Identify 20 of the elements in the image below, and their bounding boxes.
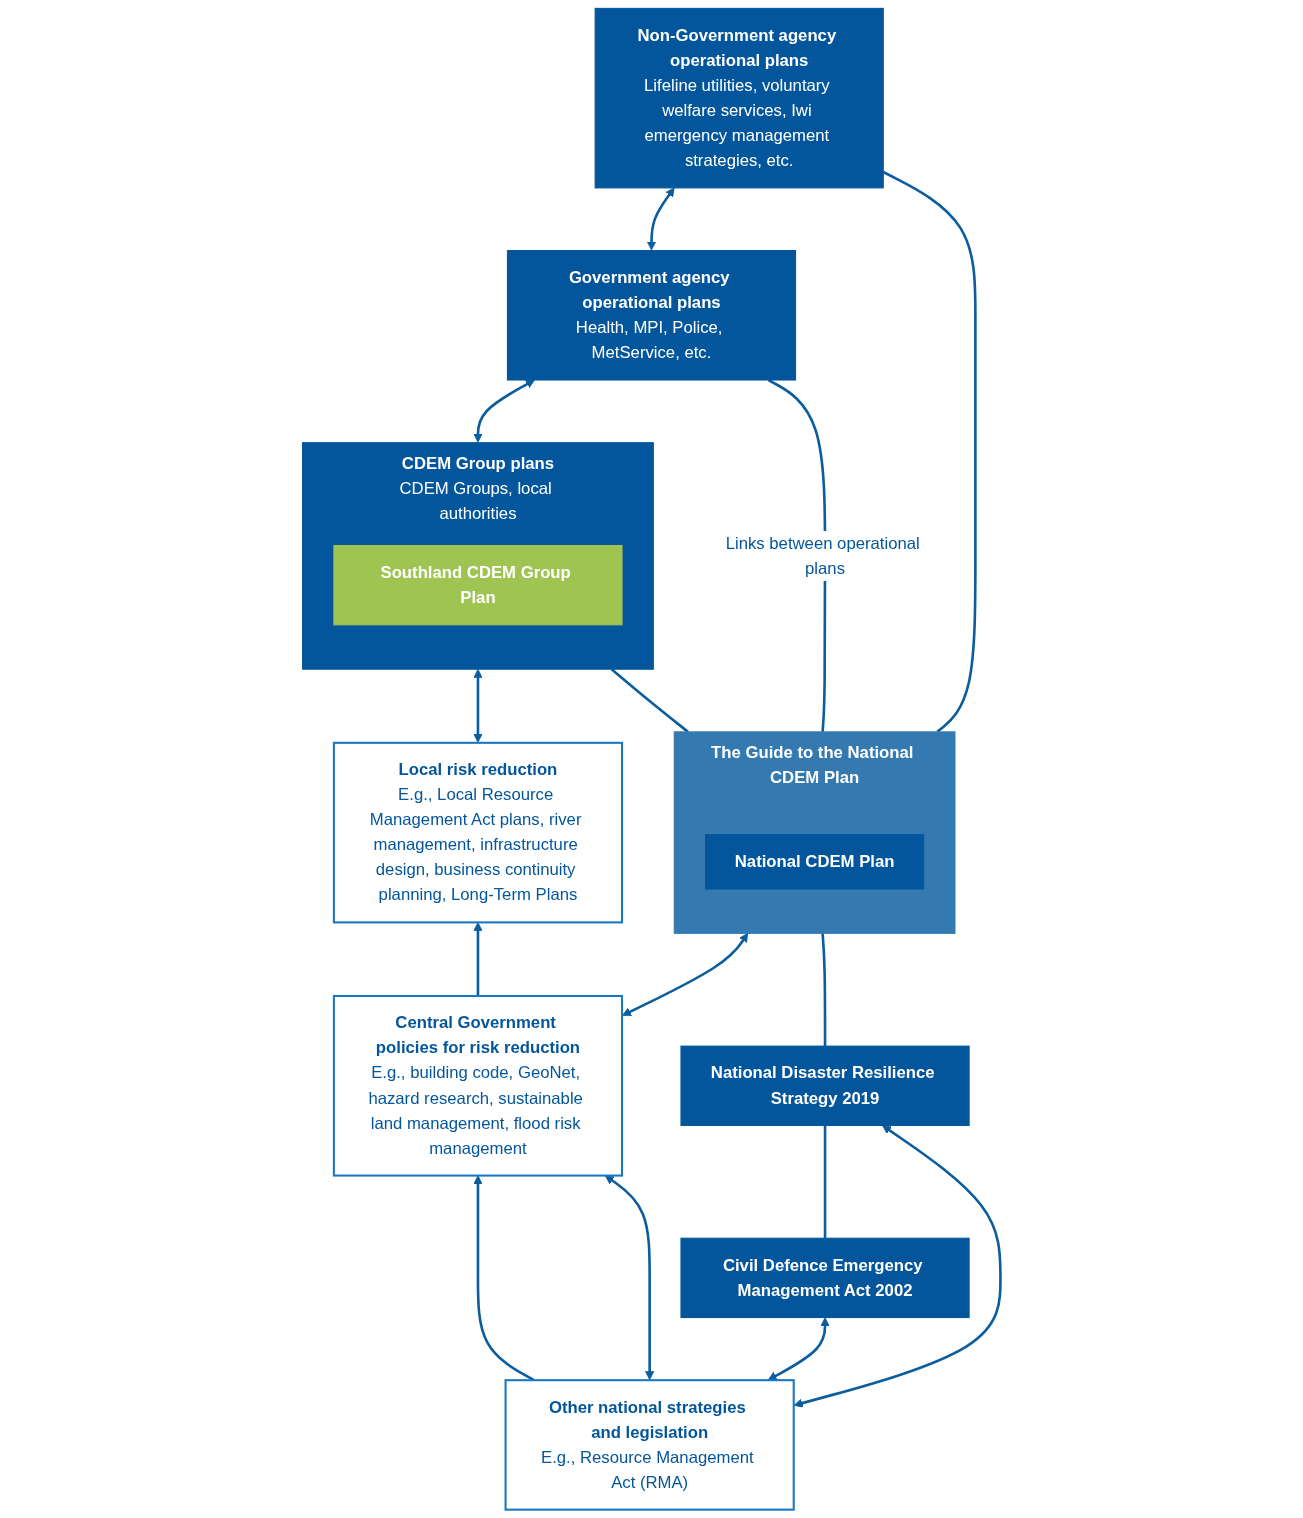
arrow: [604, 1175, 655, 1381]
edge-label: Links between operational plans: [725, 534, 920, 577]
arrow: [767, 1317, 830, 1381]
node-box: Central Government policies for risk reduction E.g., building code, GeoNet, hazard research, sustainable land management, flood risk management: [332, 994, 624, 1177]
arrow: [646, 187, 675, 251]
node-box: Other national strategies and legislation E.g., Resource Management Act (RMA): [504, 1379, 795, 1511]
node-box: Government agency operational plans Health, MPI, Police, MetService, etc.: [506, 250, 797, 381]
connector: [823, 1125, 827, 1239]
node-box: National CDEM Plan: [705, 834, 925, 890]
node-box: Civil Defence Emergency Management Act 2002: [680, 1237, 970, 1319]
connector: [821, 933, 827, 1047]
arrow: [473, 668, 483, 743]
arrow: [793, 1125, 1002, 1408]
node-box: Local risk reduction E.g., Local Resource Management Act plans, river management, infrastructure design, business continuity planning, Long-Term Plans: [332, 741, 624, 924]
connector: [610, 668, 689, 733]
arrow: [473, 379, 535, 443]
node-box: Southland CDEM Group Plan: [333, 545, 623, 626]
node-box: National Disaster Resilience Strategy 2019: [680, 1045, 970, 1126]
node-box: Non-Government agency operational plans Lifeline utilities, voluntary welfare services, Iwi emergency management strategies, etc.: [594, 7, 884, 189]
arrow: [622, 932, 749, 1017]
